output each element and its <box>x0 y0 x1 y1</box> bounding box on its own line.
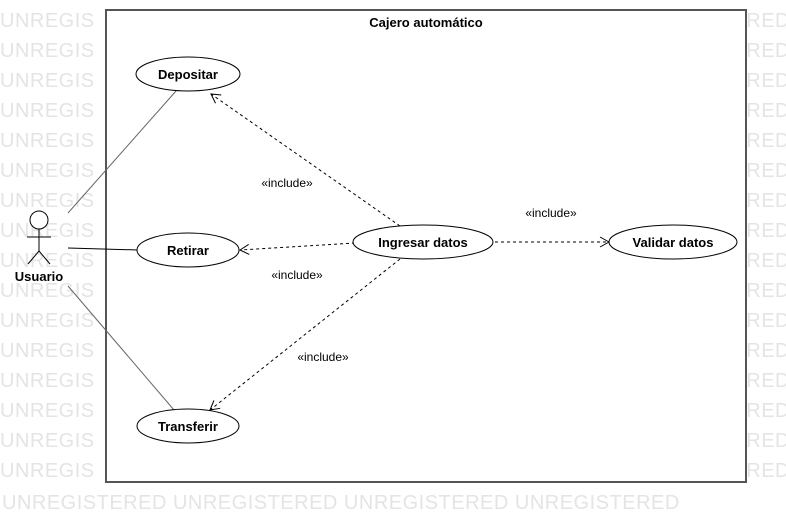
watermark-left: UNREGIS <box>0 280 95 302</box>
watermark-left: UNREGIS <box>0 460 95 482</box>
use-case-ingresar-datos[interactable]: Ingresar datos <box>352 224 494 260</box>
watermark-left: UNREGIS <box>0 10 95 32</box>
use-case-transferir-label: Transferir <box>158 419 218 434</box>
watermark-bottom: UNREGISTERED UNREGISTERED UNREGISTERED U… <box>2 492 680 514</box>
include-label-validar: «include» <box>525 206 577 220</box>
include-label-transferir: «include» <box>297 350 349 364</box>
use-case-retirar[interactable]: Retirar <box>136 232 240 268</box>
watermark-right: RED <box>746 310 786 332</box>
watermark-left: UNREGIS <box>0 70 95 92</box>
watermark-left: UNREGIS <box>0 130 95 152</box>
watermark-right: RED <box>746 190 786 212</box>
watermark-right: RED <box>746 430 786 452</box>
use-case-retirar-label: Retirar <box>167 243 209 258</box>
use-case-validar-datos-label: Validar datos <box>633 235 714 250</box>
watermark: UNREGIS RED UNREGIS RED UNREGIS RED UNREGIS RED… <box>0 10 786 514</box>
include-arrow-retirar <box>238 242 356 255</box>
watermark-left: UNREGIS <box>0 400 95 422</box>
watermark-right: RED <box>746 280 786 302</box>
watermark-left: UNREGIS <box>0 430 95 452</box>
use-case-transferir-shape <box>136 408 240 444</box>
association-retirar <box>67 247 139 251</box>
association-transferir <box>67 285 175 411</box>
watermark-right: RED <box>746 250 786 272</box>
actor-head <box>29 210 49 230</box>
use-case-depositar-shape <box>135 56 241 92</box>
actor-usuario[interactable]: Usuario <box>15 210 63 284</box>
include-arrow-depositar <box>210 93 401 227</box>
use-case-transferir[interactable]: Transferir <box>136 408 240 444</box>
include-label-depositar: «include» <box>261 176 313 190</box>
use-case-validar-datos-shape <box>608 224 738 260</box>
use-case-retirar-shape <box>136 232 240 268</box>
include-arrow-transferir <box>209 258 401 411</box>
use-case-ingresar-datos-shape <box>352 224 494 260</box>
watermark-left: UNREGIS <box>0 370 95 392</box>
actor-left-leg <box>27 250 40 265</box>
use-case-validar-datos[interactable]: Validar datos <box>608 224 738 260</box>
use-case-ingresar-datos-label: Ingresar datos <box>378 235 468 250</box>
use-case-depositar-label: Depositar <box>158 67 218 82</box>
include-label-retirar: «include» <box>271 268 323 282</box>
use-case-depositar[interactable]: Depositar <box>135 56 241 92</box>
association-depositar <box>67 90 177 214</box>
watermark-right: RED <box>746 370 786 392</box>
watermark-left: UNREGIS <box>0 160 95 182</box>
actor-right-leg <box>38 250 51 265</box>
actor-label: Usuario <box>15 269 63 284</box>
watermark-right: RED <box>746 460 786 482</box>
watermark-left: UNREGIS <box>0 340 95 362</box>
watermark-left: UNREGIS <box>0 220 95 242</box>
system-title: Cajero automático <box>369 15 482 30</box>
watermark-left: UNREGIS <box>0 100 95 122</box>
watermark-right: RED <box>746 70 786 92</box>
watermark-left: UNREGIS <box>0 190 95 212</box>
watermark-right: RED <box>746 100 786 122</box>
watermark-right: RED <box>746 160 786 182</box>
watermark-right: RED <box>746 220 786 242</box>
watermark-right: RED <box>746 10 786 32</box>
watermark-right: RED <box>746 40 786 62</box>
watermark-left: UNREGIS <box>0 40 95 62</box>
watermark-left: UNREGIS <box>0 310 95 332</box>
watermark-right: RED <box>746 130 786 152</box>
watermark-right: RED <box>746 340 786 362</box>
watermark-right: RED <box>746 400 786 422</box>
